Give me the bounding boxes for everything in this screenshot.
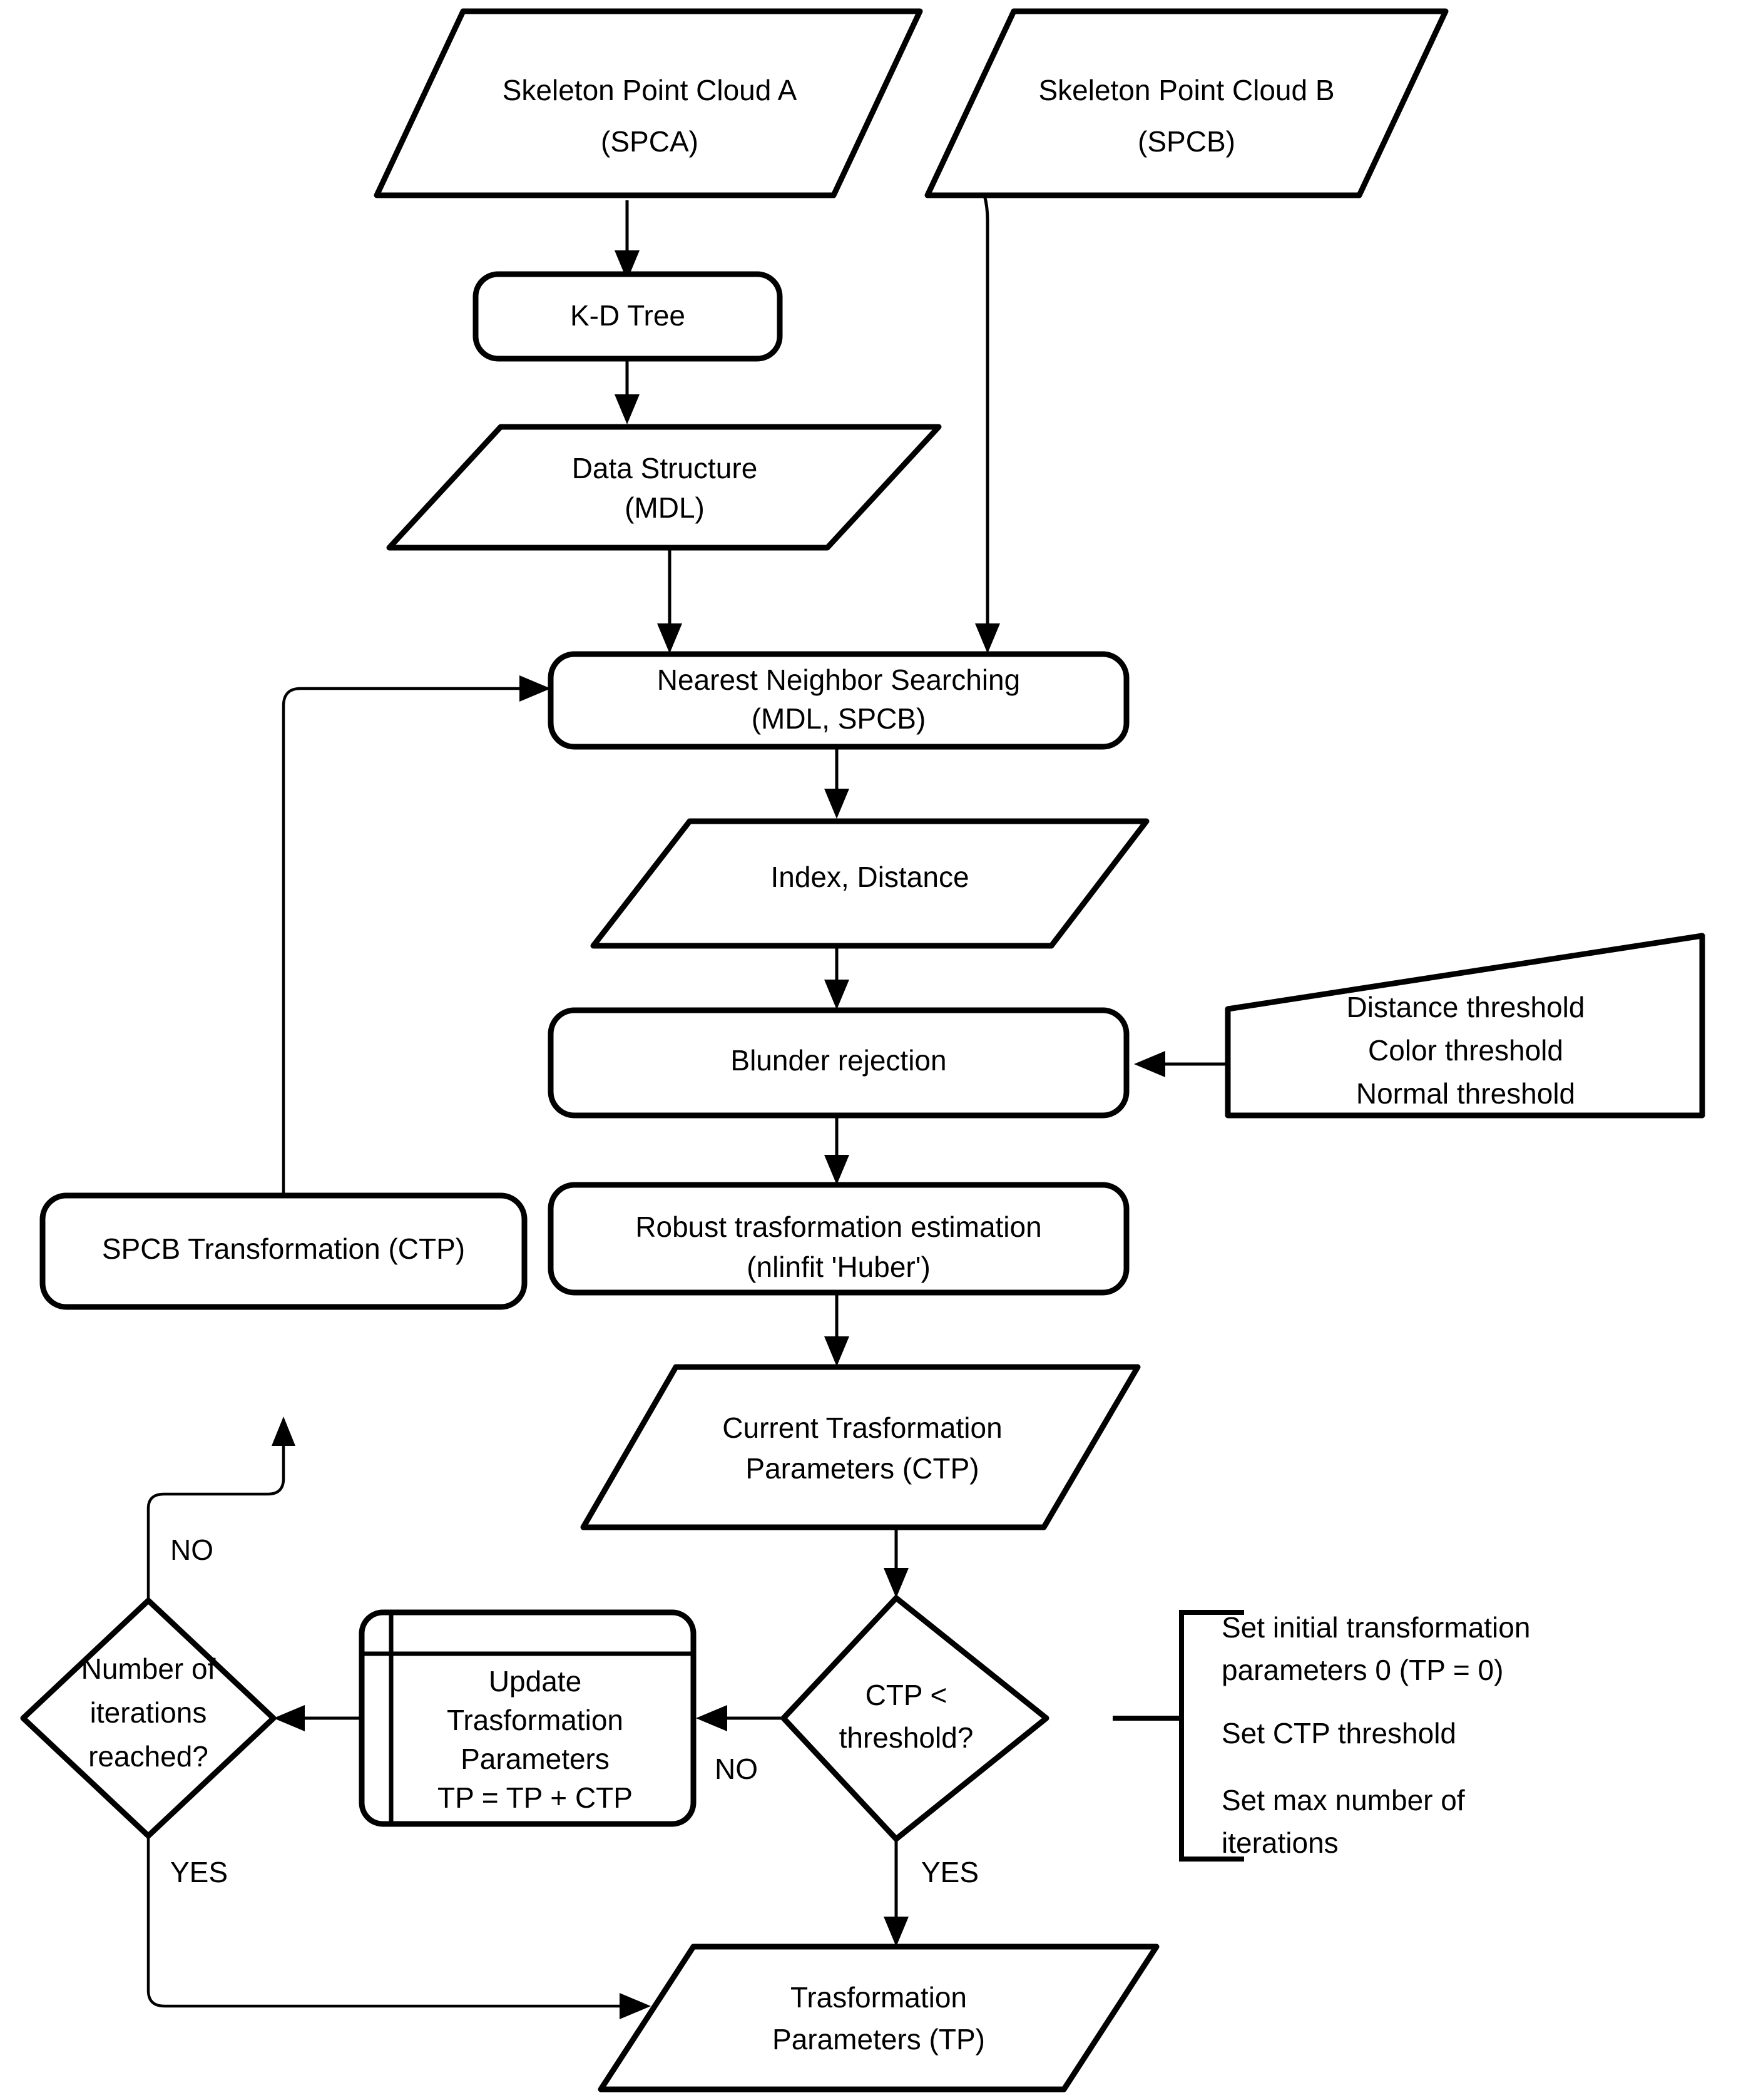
- node-ctpdecision-line2: threshold?: [839, 1721, 974, 1754]
- node-spca-line1: Skeleton Point Cloud A: [503, 74, 797, 106]
- node-skeleton-point-cloud-b[interactable]: Skeleton Point Cloud B (SPCB): [924, 8, 1449, 198]
- node-iterations-decision[interactable]: Number of iterations reached?: [20, 1597, 277, 1839]
- edge-label-ctp-no: NO: [715, 1753, 758, 1785]
- node-iterdecision-line1: Number of: [81, 1652, 216, 1685]
- node-iterdecision-line2: iterations: [90, 1696, 207, 1729]
- node-kd-tree[interactable]: K-D Tree: [472, 271, 783, 362]
- side-note-item-2: Set max number of iterations: [1222, 1784, 1465, 1859]
- node-blunder-line1: Blunder rejection: [730, 1044, 946, 1077]
- node-kdtree-line1: K-D Tree: [570, 299, 685, 332]
- node-spca-line2: (SPCA): [601, 125, 698, 158]
- node-ctpparams-line1: Current Trasformation: [722, 1411, 1002, 1444]
- edge-ctpdecision-yes-to-finaltp: [884, 1839, 909, 1947]
- node-nearest-neighbor-searching[interactable]: Nearest Neighbor Searching (MDL, SPCB): [548, 651, 1130, 750]
- edge-nnsearch-to-indexdistance: [824, 746, 849, 819]
- edge-indexdistance-to-blunder: [824, 946, 849, 1010]
- side-note-bracket: [1113, 1610, 1244, 1862]
- node-thresholds-line3: Normal threshold: [1356, 1077, 1575, 1110]
- node-ctpdecision-line1: CTP <: [865, 1679, 947, 1711]
- node-thresholds-line1: Distance threshold: [1347, 991, 1585, 1023]
- side-note-2-line2: iterations: [1222, 1826, 1339, 1859]
- node-ctp-threshold-decision[interactable]: CTP < threshold?: [780, 1595, 1049, 1842]
- edge-iterdecision-no-to-spcbtransform: [146, 1416, 295, 1599]
- side-note-0-line2: parameters 0 (TP = 0): [1222, 1654, 1503, 1686]
- edge-spca-to-kdtree: [615, 200, 640, 280]
- node-spcbtransform-line1: SPCB Transformation (CTP): [102, 1232, 465, 1265]
- edge-thresholds-to-blunder: [1134, 1051, 1227, 1077]
- node-nnsearch-line2: (MDL, SPCB): [752, 702, 926, 735]
- node-finaltp-line2: Parameters (TP): [772, 2023, 985, 2056]
- node-current-transformation-parameters[interactable]: Current Trasformation Parameters (CTP): [580, 1364, 1141, 1530]
- edge-label-iterations-yes: YES: [170, 1856, 228, 1888]
- node-datastructure-line2: (MDL): [625, 491, 705, 524]
- node-data-structure[interactable]: Data Structure (MDL): [386, 424, 942, 551]
- edge-iterdecision-yes-to-finaltp: [146, 1837, 651, 2019]
- node-indexdistance-line1: Index, Distance: [770, 861, 969, 893]
- node-robust-estimation[interactable]: Robust trasformation estimation (nlinfit…: [548, 1182, 1130, 1296]
- node-spcb-line1: Skeleton Point Cloud B: [1038, 74, 1334, 106]
- edge-spcbtransform-to-nnsearch: [282, 675, 551, 1196]
- node-updatetp-line1: Update: [489, 1665, 581, 1698]
- node-final-transformation-parameters[interactable]: Trasformation Parameters (TP): [598, 1944, 1160, 2092]
- node-robustest-line1: Robust trasformation estimation: [635, 1211, 1041, 1243]
- side-note-2-line1: Set max number of: [1222, 1784, 1465, 1816]
- edge-label-iterations-no: NO: [170, 1534, 213, 1566]
- node-updatetp-line3: Parameters: [461, 1743, 610, 1775]
- node-thresholds-line2: Color threshold: [1368, 1034, 1563, 1067]
- node-updatetp-line2: Trasformation: [447, 1704, 623, 1736]
- node-robustest-line2: (nlinfit 'Huber'): [747, 1251, 931, 1283]
- node-datastructure-line1: Data Structure: [572, 452, 758, 484]
- node-nnsearch-line1: Nearest Neighbor Searching: [657, 663, 1020, 696]
- node-iterdecision-line3: reached?: [88, 1740, 208, 1773]
- node-blunder-rejection[interactable]: Blunder rejection: [548, 1007, 1130, 1119]
- edge-ctpdecision-no-to-updatetp: [696, 1705, 782, 1731]
- side-note-0-line1: Set initial transformation: [1222, 1611, 1530, 1644]
- node-skeleton-point-cloud-a[interactable]: Skeleton Point Cloud A (SPCA): [374, 8, 923, 198]
- edge-spcb-to-nnsearch: [975, 195, 1000, 653]
- side-note-item-0: Set initial transformation parameters 0 …: [1222, 1611, 1530, 1686]
- edge-label-ctp-yes: YES: [921, 1856, 979, 1888]
- edge-datastructure-to-nnsearch: [657, 548, 682, 653]
- node-finaltp-line1: Trasformation: [790, 1981, 967, 2014]
- edge-updatetp-to-iterdecision: [273, 1705, 362, 1731]
- edge-blunder-to-robust: [824, 1115, 849, 1185]
- edge-robust-to-ctpparams: [824, 1293, 849, 1366]
- side-note-1-line1: Set CTP threshold: [1222, 1717, 1456, 1749]
- edge-kdtree-to-datastructure: [615, 359, 640, 424]
- side-note-item-1: Set CTP threshold: [1222, 1717, 1456, 1749]
- node-spcb-line2: (SPCB): [1138, 125, 1235, 158]
- node-ctpparams-line2: Parameters (CTP): [745, 1452, 979, 1485]
- node-update-transformation-parameters[interactable]: Update Trasformation Parameters TP = TP …: [359, 1609, 697, 1827]
- edge-ctpparams-to-ctpdecision: [884, 1527, 909, 1598]
- node-updatetp-line4: TP = TP + CTP: [437, 1781, 633, 1814]
- node-thresholds[interactable]: Distance threshold Color threshold Norma…: [1225, 933, 1705, 1119]
- node-index-distance[interactable]: Index, Distance: [590, 818, 1150, 949]
- node-spcb-transformation[interactable]: SPCB Transformation (CTP): [39, 1192, 528, 1310]
